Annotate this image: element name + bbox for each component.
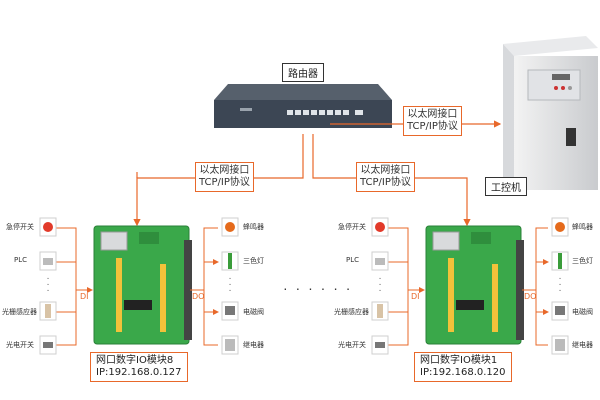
module8-do-label: DO	[192, 292, 205, 301]
module1-name: 网口数字IO模块1	[420, 355, 498, 366]
link-label-line1: 以太网接口	[407, 109, 458, 120]
module8-io-lines	[56, 227, 219, 346]
module8-input-grating: 光栅感应器	[2, 308, 37, 316]
module8-di-label: DI	[80, 292, 89, 301]
module8-input-vdots: ···	[46, 273, 50, 296]
module1-di-label: DI	[411, 292, 420, 301]
module1-input-vdots: ···	[378, 273, 382, 296]
link-label-line1: 以太网接口	[360, 165, 411, 176]
module8-output-buzzer: 蜂鸣器	[243, 223, 264, 231]
modules-ellipsis: · · · · · ·	[283, 280, 353, 296]
link-label-line1: 以太网接口	[199, 165, 250, 176]
module8-label: 网口数字IO模块8 IP:192.168.0.127	[90, 352, 188, 382]
link-label-router-module1: 以太网接口 TCP/IP协议	[356, 162, 415, 192]
router-icon	[214, 84, 392, 128]
module8-ip: IP:192.168.0.127	[96, 367, 182, 378]
industrial-pc-icon	[503, 36, 598, 190]
module1-input-photo-switch: 光电开关	[338, 341, 366, 349]
module1-input-estop: 急停开关	[338, 223, 366, 231]
link-label-router-module8: 以太网接口 TCP/IP协议	[195, 162, 254, 192]
module1-io-lines	[388, 227, 549, 346]
module8-name: 网口数字IO模块8	[96, 355, 174, 366]
link-label-line2: TCP/IP协议	[360, 177, 411, 188]
module8-output-tricolor-light: 三色灯	[243, 257, 264, 265]
industrial-pc-label: 工控机	[485, 177, 527, 196]
link-label-router-pc: 以太网接口 TCP/IP协议	[403, 106, 462, 136]
module8-input-photo-switch: 光电开关	[6, 341, 34, 349]
module1-output-relay: 继电器	[572, 341, 593, 349]
module1-input-plc: PLC	[346, 256, 360, 264]
network-links	[133, 120, 502, 227]
module1-output-tricolor-light: 三色灯	[572, 257, 593, 265]
router-label: 路由器	[282, 63, 324, 82]
link-label-line2: TCP/IP协议	[199, 177, 250, 188]
module1-output-solenoid-valve: 电磁阀	[572, 308, 593, 316]
io-module-1-board	[425, 225, 524, 345]
io-module-8-board	[93, 225, 192, 345]
module8-output-vdots: ···	[228, 273, 232, 296]
module8-output-relay: 继电器	[243, 341, 264, 349]
module1-label: 网口数字IO模块1 IP:192.168.0.120	[414, 352, 512, 382]
link-label-line2: TCP/IP协议	[407, 121, 458, 132]
module1-output-vdots: ···	[558, 273, 562, 296]
module1-output-buzzer: 蜂鸣器	[572, 223, 593, 231]
module1-input-grating: 光栅感应器	[334, 308, 369, 316]
module8-output-solenoid-valve: 电磁阀	[243, 308, 264, 316]
module1-ip: IP:192.168.0.120	[420, 367, 506, 378]
module1-do-label: DO	[524, 292, 537, 301]
module8-input-plc: PLC	[14, 256, 28, 264]
module8-input-estop: 急停开关	[6, 223, 34, 231]
